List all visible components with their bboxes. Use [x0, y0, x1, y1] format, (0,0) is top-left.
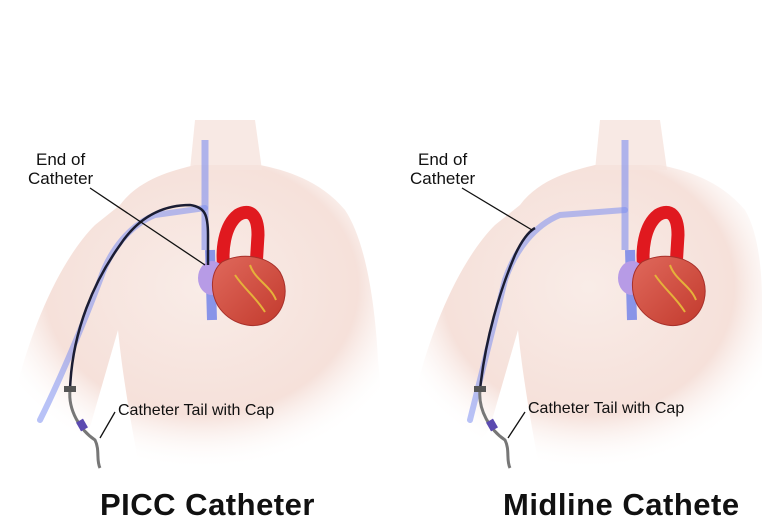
- midline-tail-leader-line: [508, 412, 525, 438]
- picc-tail-leader-line: [100, 412, 115, 438]
- picc-caption: PICC Catheter: [100, 487, 315, 523]
- picc-tail-connector: [64, 386, 76, 392]
- picc-end-label-line1: End of: [28, 150, 93, 169]
- midline-end-label-line2: Catheter: [410, 169, 475, 188]
- midline-caption: Midline Cathete: [503, 487, 740, 523]
- picc-tail-label: Catheter Tail with Cap: [118, 402, 274, 420]
- midline-end-label-line1: End of: [410, 150, 475, 169]
- midline-tail-connector: [474, 386, 486, 392]
- midline-tail-label: Catheter Tail with Cap: [528, 400, 684, 418]
- midline-end-label: End of Catheter: [410, 150, 475, 188]
- neck-right: [595, 120, 667, 170]
- picc-end-label-line2: Catheter: [28, 169, 93, 188]
- neck: [190, 120, 262, 170]
- picc-end-label: End of Catheter: [28, 150, 93, 188]
